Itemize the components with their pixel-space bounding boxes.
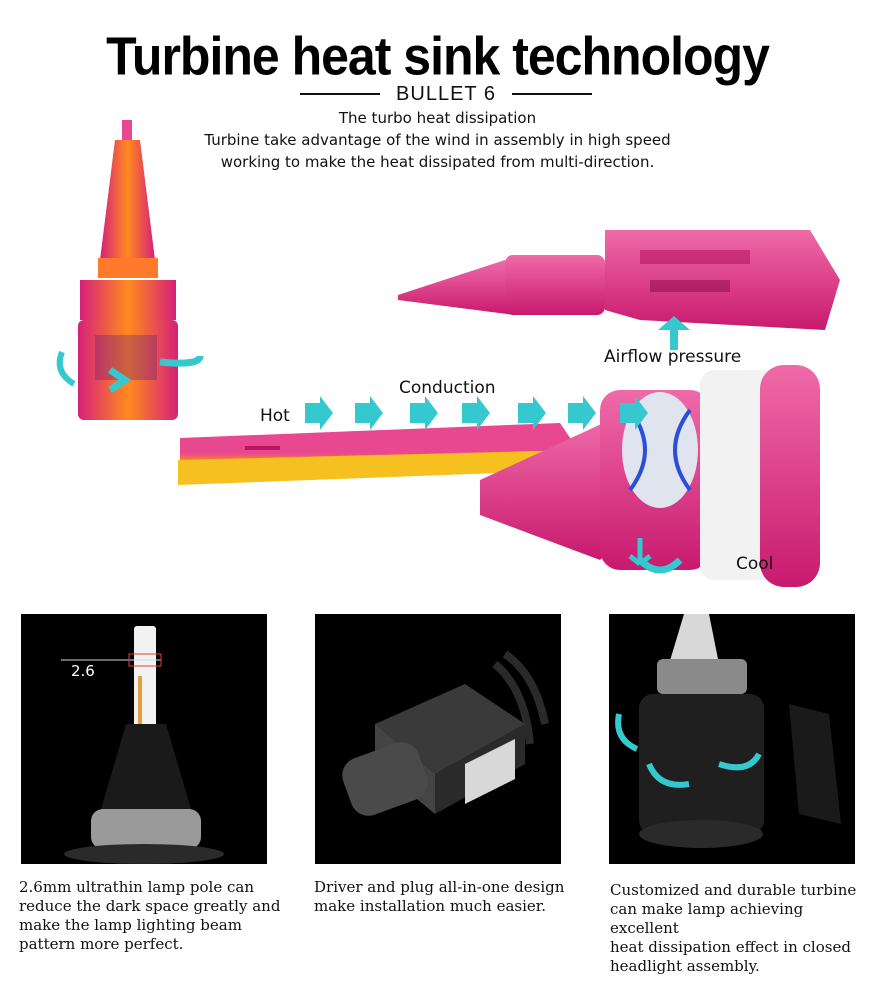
caption-3-line-1: Customized and durable turbine (610, 881, 857, 899)
caption-2-line-1: Driver and plug all-in-one design (314, 878, 565, 896)
caption-feature-1: 2.6mm ultrathin lamp pole can reduce the… (19, 878, 280, 954)
caption-feature-3: Customized and durable turbine can make … (610, 881, 875, 976)
caption-3-line-3: heat dissipation effect in closed (610, 938, 851, 956)
conduction-arrows (305, 396, 648, 430)
photo-ultrathin-pole: 2.6 (21, 614, 267, 864)
turbine-diagram (56, 120, 840, 587)
caption-feature-2: Driver and plug all-in-one design make i… (314, 878, 564, 916)
photo-turbine (609, 614, 855, 864)
subtitle-divider-right (512, 93, 592, 95)
turbine-cap-exploded (398, 230, 840, 350)
caption-1-line-1: 2.6mm ultrathin lamp pole can (19, 878, 254, 896)
small-bulb-heatmap (56, 120, 204, 420)
label-airflow-pressure: Airflow pressure (604, 347, 742, 367)
description-line-2: Turbine take advantage of the wind in as… (204, 131, 671, 149)
lamp-pole-board (178, 423, 585, 485)
label-hot: Hot (260, 406, 290, 426)
turbine-housing (480, 365, 820, 587)
caption-3-line-2: can make lamp achieving excellent (610, 900, 804, 937)
subtitle-row: BULLET 6 (0, 82, 875, 106)
label-conduction: Conduction (399, 378, 496, 398)
subtitle-divider-left (300, 93, 380, 95)
measure-label: 2.6 (71, 662, 95, 680)
caption-1-line-2: reduce the dark space greatly and (19, 897, 281, 915)
caption-3-line-4: headlight assembly. (610, 957, 760, 975)
photo-driver-plug (315, 614, 561, 864)
label-cool: Cool (736, 554, 774, 574)
caption-1-line-3: make the lamp lighting beam (19, 916, 242, 934)
description-line-3: working to make the heat dissipated from… (220, 153, 655, 171)
description-line-1: The turbo heat dissipation (338, 109, 537, 127)
caption-1-line-4: pattern more perfect. (19, 935, 184, 953)
subtitle: BULLET 6 (396, 83, 496, 105)
page-title: Turbine heat sink technology (106, 25, 770, 87)
caption-2-line-2: make installation much easier. (314, 897, 547, 915)
